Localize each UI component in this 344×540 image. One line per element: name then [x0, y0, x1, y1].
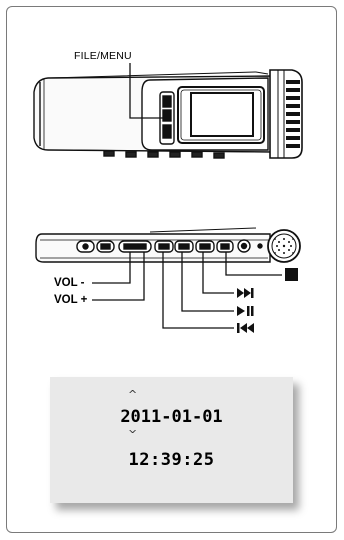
stop-icon	[285, 268, 298, 281]
device-side-view	[35, 227, 301, 263]
display-date: 2011-01-01	[120, 407, 223, 427]
page-frame	[6, 6, 337, 533]
volume-down-label: VOL -	[54, 277, 85, 289]
button-leader-lines	[92, 252, 282, 329]
play-pause-icon	[237, 306, 254, 316]
display-time: 12:39:25	[128, 450, 215, 470]
file-menu-leader-line	[129, 63, 163, 119]
device-front-view	[33, 69, 303, 159]
file-menu-label: FILE/MENU	[74, 50, 132, 62]
caret-up-icon: ^	[128, 388, 138, 401]
caret-down-icon: ^	[128, 422, 138, 435]
lcd-display: ^ 2011-01-01 ^ 12:39:25	[50, 377, 293, 503]
next-track-icon	[237, 288, 254, 298]
volume-up-label: VOL +	[54, 294, 88, 306]
previous-track-icon	[237, 323, 254, 333]
